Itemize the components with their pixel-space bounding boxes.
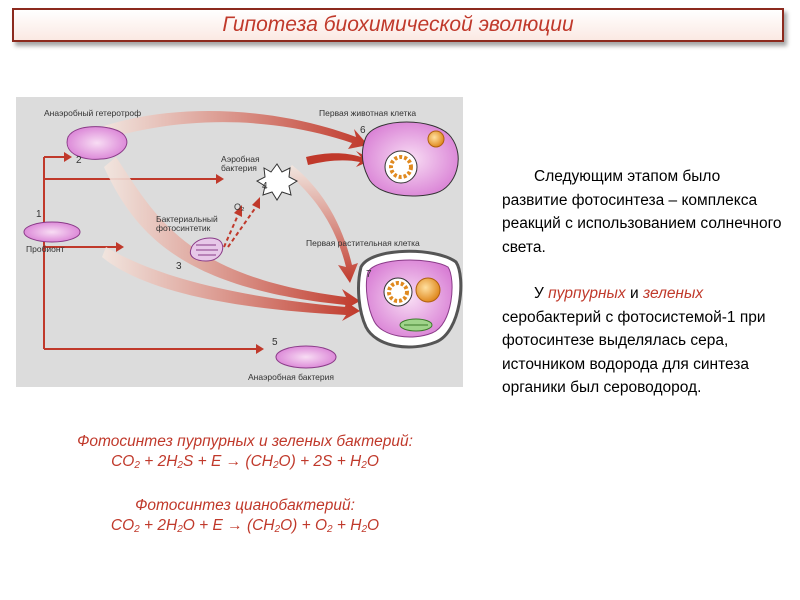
label-photosynthetic-2: фотосинтетик [156, 223, 211, 233]
label-first-plant-cell: Первая растительная клетка [306, 238, 420, 248]
explanation-text: Следующим этапом было развитие фотосинте… [502, 165, 782, 423]
photosynthetic-cell [189, 237, 224, 262]
number-2: 2 [76, 155, 82, 166]
label-anaerobic-bacterium: Анаэробная бактерия [248, 372, 334, 382]
number-3: 3 [176, 261, 182, 272]
diagram-graphic [23, 110, 463, 369]
highlight-purple: пурпурных [548, 285, 626, 302]
label-o2: O₂ [234, 202, 245, 212]
lineage-lines [43, 152, 264, 354]
label-aerobic-1: Аэробная [221, 154, 260, 164]
number-6: 6 [360, 125, 366, 136]
number-4: 4 [262, 181, 268, 192]
label-probiont: Пробионт [26, 244, 65, 254]
probiont-cell [23, 221, 81, 243]
o2-arrows [223, 197, 260, 248]
page-title: Гипотеза биохимической эволюции [222, 13, 574, 36]
label-photosynthetic-1: Бактериальный [156, 214, 218, 224]
equations-block: Фотосинтез пурпурных и зеленых бактерий:… [20, 432, 470, 540]
cyano-equation: CO2 + 2H2O + E → (CH2O) + O2 + H2O [110, 517, 380, 535]
paragraph-2: У пурпурных и зеленых серобактерий с фот… [502, 285, 766, 396]
heterotroph-cell [66, 126, 128, 160]
evolution-diagram: Анаэробный гетеротроф Первая животная кл… [16, 97, 463, 387]
label-first-animal-cell: Первая животная клетка [319, 108, 417, 118]
flow-arrows [101, 110, 372, 321]
label-aerobic-2: бактерия [221, 163, 257, 173]
label-anaerobic-heterotroph: Анаэробный гетеротроф [44, 108, 142, 118]
number-7: 7 [366, 269, 372, 280]
paragraph-1: Следующим этапом было развитие фотосинте… [502, 168, 782, 256]
plant-cell [357, 249, 463, 349]
purple-green-title: Фотосинтез пурпурных и зеленых бактерий: [77, 433, 413, 450]
anaerobic-bacterium [275, 345, 337, 369]
title-bar: Гипотеза биохимической эволюции [12, 8, 784, 42]
animal-cell [362, 121, 459, 197]
aerobic-bacterium [255, 163, 299, 201]
cyano-title: Фотосинтез цианобактерий: [135, 497, 355, 514]
number-5: 5 [272, 337, 278, 348]
highlight-green: зеленых [642, 285, 704, 302]
number-1: 1 [36, 209, 42, 220]
purple-green-equation: CO2 + 2H2S + E → (CH2O) + 2S + H2O [111, 453, 379, 471]
